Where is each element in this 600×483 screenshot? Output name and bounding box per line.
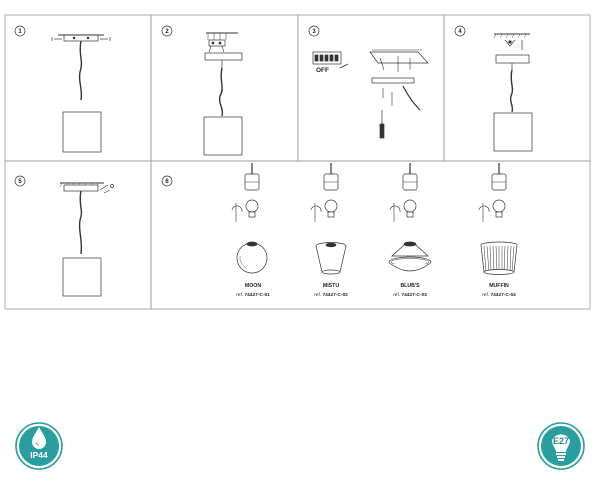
step-3-illustration: OFF	[312, 49, 429, 139]
step-1-illustration	[51, 34, 111, 153]
screwdriver-icon	[99, 184, 111, 194]
blubs-shade-shape	[388, 241, 432, 272]
breaker-switch-icon	[312, 51, 342, 65]
step-number-4: 4	[454, 25, 466, 37]
canopy-shape	[63, 184, 99, 192]
step-number-2: 2	[161, 25, 173, 37]
ip44-label: IP44	[30, 450, 48, 460]
bulb-icon	[324, 199, 338, 218]
shade-name-mistu: MISTU	[323, 283, 339, 289]
shade-ref-mistu: ref. 74427-C-02	[314, 292, 348, 298]
cord-shape	[78, 40, 83, 101]
moon-shade-shape	[236, 241, 268, 274]
rotate-arrow-icon	[478, 205, 490, 213]
bulb-icon	[492, 199, 506, 218]
shade-ref-moon: ref. 74427-C-01	[236, 292, 270, 298]
shade-ref-blubs: ref. 74427-C-03	[393, 292, 427, 298]
shade-ref-muffin: ref. 74427-C-04	[482, 292, 516, 298]
socket-group-mistu	[310, 163, 347, 275]
step-5-illustration	[59, 182, 114, 297]
canopy-shape	[63, 34, 99, 42]
panel-grid	[4, 14, 591, 310]
step-number-3: 3	[308, 25, 320, 37]
svg-text:3: 3	[312, 29, 316, 35]
e27-badge: E27	[537, 422, 585, 470]
arrow-icon	[339, 63, 349, 69]
rotate-arrow-icon	[231, 205, 243, 213]
e27-label: E27	[553, 436, 569, 446]
svg-text:1: 1	[18, 29, 22, 35]
svg-text:2: 2	[165, 29, 169, 35]
step-number-5: 5	[14, 175, 26, 187]
canopy-shape	[204, 52, 243, 61]
water-drop-icon	[32, 427, 46, 449]
off-label: OFF	[316, 67, 329, 74]
socket-group-blubs	[388, 163, 432, 272]
mistu-shade-shape	[315, 242, 347, 275]
screw-icon	[51, 37, 62, 41]
bulb-icon	[245, 199, 259, 218]
terminal-block-shape	[208, 39, 226, 47]
step-4-illustration	[493, 33, 533, 152]
bulb-icon	[403, 199, 417, 218]
shade-name-muffin: MUFFIN	[489, 283, 509, 289]
ceiling-shape	[369, 51, 429, 64]
canopy-shape	[495, 54, 530, 64]
terminal-block-shape	[504, 39, 516, 47]
cord-shape	[218, 67, 224, 117]
bulb-icon	[552, 434, 570, 452]
square-shade-shape	[493, 112, 533, 152]
cord-shape	[509, 69, 514, 113]
step-6-illustration: MOON ref. 74427-C-01 MISTU ref. 74427-C-…	[231, 163, 518, 298]
screw-icon	[100, 37, 111, 41]
cord-shape	[78, 190, 83, 255]
svg-text:5: 5	[18, 179, 22, 185]
step-number-6: 6	[161, 175, 173, 187]
square-shade-shape	[203, 116, 243, 156]
step-2-illustration	[203, 32, 243, 156]
svg-text:6: 6	[165, 179, 169, 185]
ip44-badge: IP44	[15, 422, 63, 470]
panel-step-3	[297, 14, 445, 162]
cable-shape	[402, 85, 421, 111]
svg-text:4: 4	[458, 29, 462, 35]
shade-name-blubs: BLUB'S	[400, 283, 420, 289]
square-shade-shape	[62, 111, 102, 153]
socket-group-moon	[231, 163, 268, 274]
muffin-shade-shape	[480, 241, 518, 275]
canopy-plate-shape	[371, 77, 415, 84]
panel-step-6	[150, 160, 591, 310]
socket-group-muffin	[478, 163, 518, 275]
step-number-1: 1	[14, 25, 26, 37]
rotate-arrow-icon	[310, 205, 322, 213]
square-shade-shape	[62, 257, 102, 297]
rotate-arrow-icon	[389, 205, 401, 213]
shade-name-moon: MOON	[245, 283, 261, 289]
